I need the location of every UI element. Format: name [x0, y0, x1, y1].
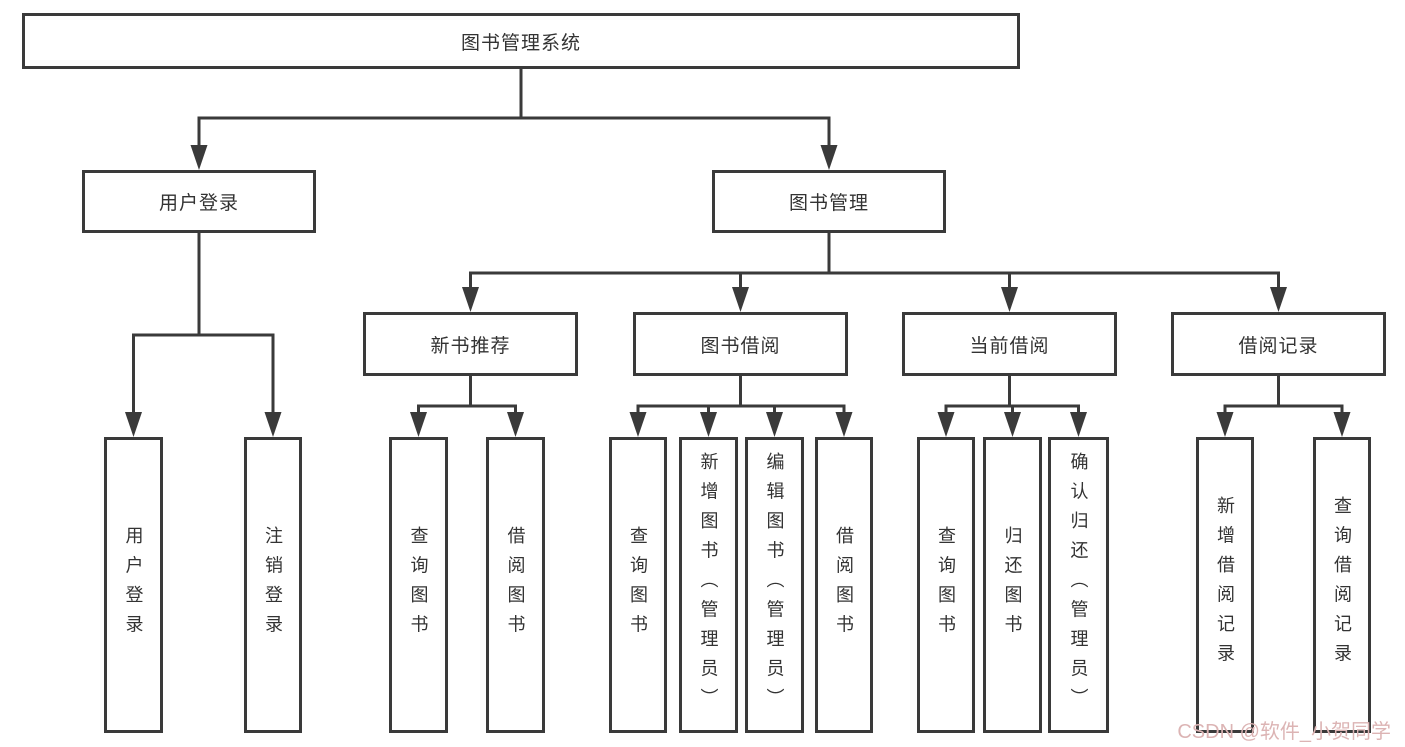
connector-paths: [132, 69, 1344, 414]
node-label: 查询借阅记录: [1332, 496, 1352, 674]
node-label: 查询图书: [628, 525, 648, 645]
node-label: 借阅图书: [834, 525, 854, 645]
leaf-query-books-borrowing: 查询图书: [609, 437, 667, 733]
node-label: 新书推荐: [430, 335, 511, 357]
leaf-edit-book-admin: 编辑图书（管理员）: [745, 437, 804, 733]
leaf-confirm-return-admin: 确认归还（管理员）: [1048, 437, 1109, 733]
node-label: 归还图书: [1002, 525, 1023, 645]
leaf-add-book-admin: 新增图书（管理员）: [679, 437, 738, 733]
node-label: 确认归还（管理员）: [1068, 452, 1089, 718]
node-label: 图书管理: [788, 193, 869, 214]
node-label: 查询图书: [936, 525, 956, 645]
node-label: 图书管理系统: [460, 32, 581, 54]
leaf-borrow-books-recommend: 借阅图书: [486, 437, 545, 733]
node-label: 图书借阅: [700, 335, 781, 357]
node-label: 编辑图书（管理员）: [764, 452, 785, 718]
node-label: 借阅记录: [1238, 335, 1319, 357]
node-label: 注销登录: [263, 525, 283, 645]
node-book-borrowing: 图书借阅: [633, 312, 848, 376]
node-label: 用户登录: [123, 525, 144, 645]
leaf-logout: 注销登录: [244, 437, 302, 733]
leaf-return-book: 归还图书: [983, 437, 1042, 733]
leaf-query-books-recommend: 查询图书: [389, 437, 448, 733]
node-new-book-recommend: 新书推荐: [363, 312, 578, 376]
leaf-borrow-books: 借阅图书: [815, 437, 873, 733]
node-label: 用户登录: [158, 193, 239, 214]
node-book-management: 图书管理: [712, 170, 946, 233]
node-current-borrowing: 当前借阅: [902, 312, 1117, 376]
leaf-query-borrow-record: 查询借阅记录: [1313, 437, 1371, 733]
node-label: 新增图书（管理员）: [698, 452, 719, 718]
leaf-query-books-current: 查询图书: [917, 437, 975, 733]
watermark: CSDN @软件_小贺同学: [1177, 721, 1391, 743]
node-user-login: 用户登录: [82, 170, 316, 233]
node-label: 新增借阅记录: [1215, 496, 1235, 674]
node-label: 借阅图书: [505, 525, 526, 645]
node-library-system: 图书管理系统: [22, 13, 1020, 69]
node-label: 查询图书: [408, 525, 429, 645]
node-label: 当前借阅: [969, 335, 1050, 357]
node-borrow-records: 借阅记录: [1171, 312, 1386, 376]
leaf-add-borrow-record: 新增借阅记录: [1196, 437, 1254, 733]
arrowheads: [125, 145, 1351, 437]
leaf-user-login: 用户登录: [104, 437, 163, 733]
